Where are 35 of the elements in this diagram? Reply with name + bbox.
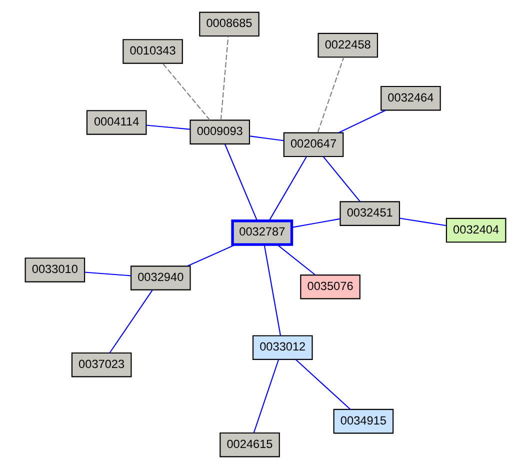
connector [291,218,340,228]
node-box: 0010343 [122,39,182,64]
connector [263,244,281,336]
node-box: 0020647 [282,132,344,158]
connector [146,124,190,130]
node-box: 0032464 [380,86,440,111]
connector [84,272,130,276]
connector [295,359,350,410]
node-box: 0032451 [339,201,400,226]
connector [108,290,152,354]
node-box: 0033010 [24,258,85,282]
node-box: 0033012 [252,335,312,360]
node-box: 0035076 [300,274,360,300]
node-box: 0032404 [445,218,506,243]
connector [276,244,316,276]
node-box: 0032787 [230,220,293,246]
connector [338,110,386,134]
node-box: 0034915 [332,408,394,434]
node-box: 0037023 [70,352,132,378]
connector [268,156,307,222]
connector [162,63,210,121]
connector [252,359,279,433]
node-box: 0004114 [86,110,146,135]
node-box: 0032940 [130,266,190,290]
connector [224,144,258,221]
node-box: 0009093 [189,120,250,144]
connector [316,57,344,133]
node-box: 0008685 [198,12,259,37]
connector [322,156,360,202]
connector [186,244,236,266]
node-box: 0024615 [219,432,280,458]
connector [248,136,284,142]
connector [399,218,446,226]
connector [220,36,228,120]
node-box: 0022458 [317,32,378,58]
